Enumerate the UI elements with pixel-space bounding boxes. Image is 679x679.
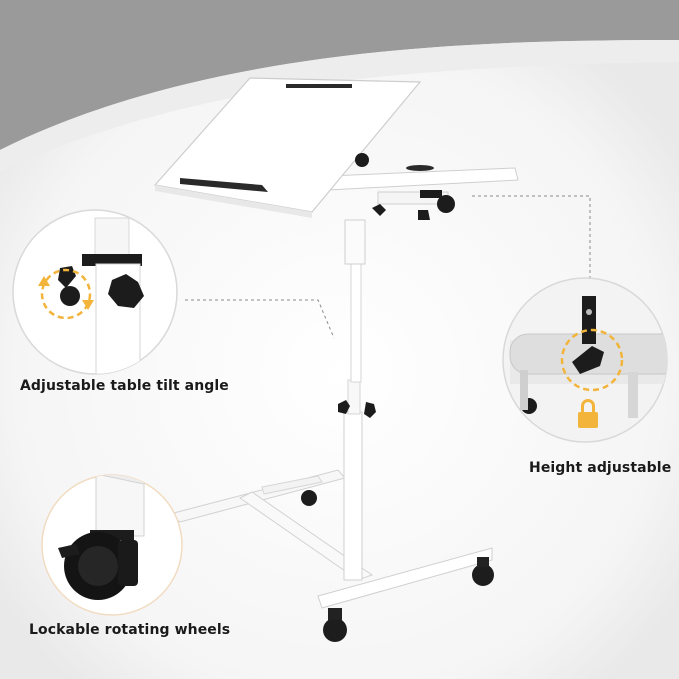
height-adjustable-label: Height adjustable bbox=[529, 460, 672, 476]
height-detail-callout bbox=[502, 277, 668, 443]
lockable-wheels-label: Lockable rotating wheels bbox=[29, 622, 231, 638]
background-band bbox=[0, 0, 679, 150]
rotate-arrow-icon bbox=[40, 268, 92, 320]
height-knob bbox=[338, 400, 376, 418]
rotate-arrow-icon bbox=[560, 328, 624, 392]
tilt-leader-line bbox=[185, 299, 335, 339]
tilt-angle-label: Adjustable table tilt angle bbox=[20, 378, 229, 394]
lock-icon bbox=[578, 399, 598, 428]
height-leader-line bbox=[472, 195, 591, 292]
wheel-detail-callout bbox=[41, 474, 183, 616]
tilt-detail-callout bbox=[12, 209, 178, 375]
desk bbox=[153, 77, 519, 642]
background-swoosh bbox=[0, 40, 679, 172]
